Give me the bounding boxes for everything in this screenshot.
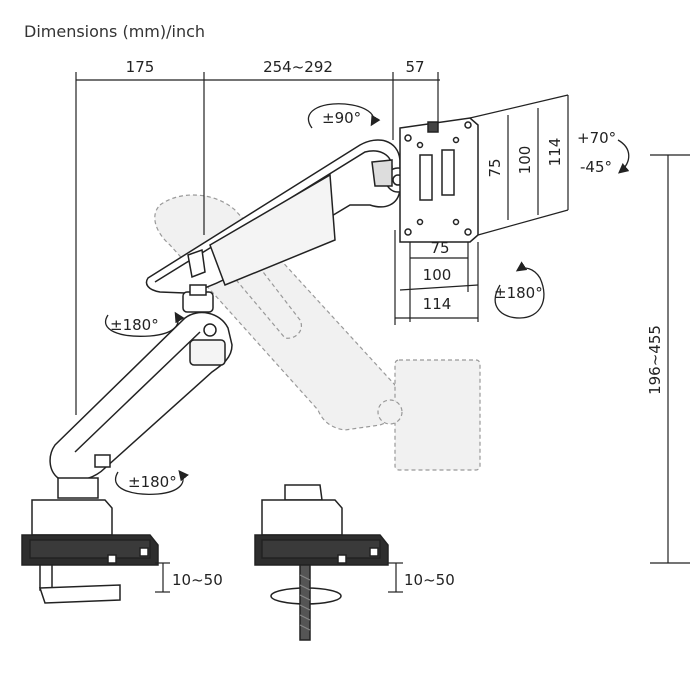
dim-height-75: 75 — [486, 158, 504, 177]
dim-width-114: 114 — [423, 295, 452, 313]
rotate-elbow-label: ±180° — [110, 316, 159, 334]
rotate-base-arrow-icon — [115, 469, 189, 495]
diagram-title: Dimensions (mm)/inch — [24, 22, 206, 41]
dim-254-292: 254~292 — [263, 58, 333, 76]
top-dimension-lines — [75, 72, 440, 415]
dim-height-100: 100 — [516, 146, 534, 175]
clamp-thickness-right-label: 10~50 — [404, 571, 455, 589]
dim-175: 175 — [126, 58, 155, 76]
dim-height-114: 114 — [546, 138, 564, 167]
vesa-width-dim-lines — [394, 230, 479, 325]
vesa-height-dim-lines — [469, 94, 569, 236]
tilt-down-label: -45° — [580, 158, 612, 176]
dim-width-75: 75 — [430, 239, 449, 257]
swivel-top-label: ±90° — [322, 109, 361, 127]
rotate-plate-arrow-icon — [494, 261, 545, 319]
clamp-thickness-right-dim — [388, 562, 403, 593]
clamp-thickness-left-label: 10~50 — [172, 571, 223, 589]
elbow-joint — [182, 284, 214, 313]
rotate-base-label: ±180° — [128, 473, 177, 491]
clamp-thickness-left-dim — [155, 562, 170, 593]
upper-arm — [145, 139, 411, 294]
rotate-elbow-arrow-icon — [105, 311, 185, 337]
tilt-arrow-icon — [617, 139, 630, 174]
lower-arm — [49, 311, 233, 482]
dim-57: 57 — [405, 58, 424, 76]
rotate-plate-label: ±180° — [494, 284, 543, 302]
swivel-top-arrow-icon — [307, 103, 381, 129]
dim-width-100: 100 — [423, 266, 452, 284]
height-range-label: 196~455 — [646, 325, 664, 395]
tilt-up-label: +70° — [577, 129, 616, 147]
height-range-dim — [650, 154, 690, 564]
base-grommet — [254, 484, 389, 641]
base-c-clamp — [21, 477, 159, 604]
vesa-plate — [399, 117, 479, 243]
